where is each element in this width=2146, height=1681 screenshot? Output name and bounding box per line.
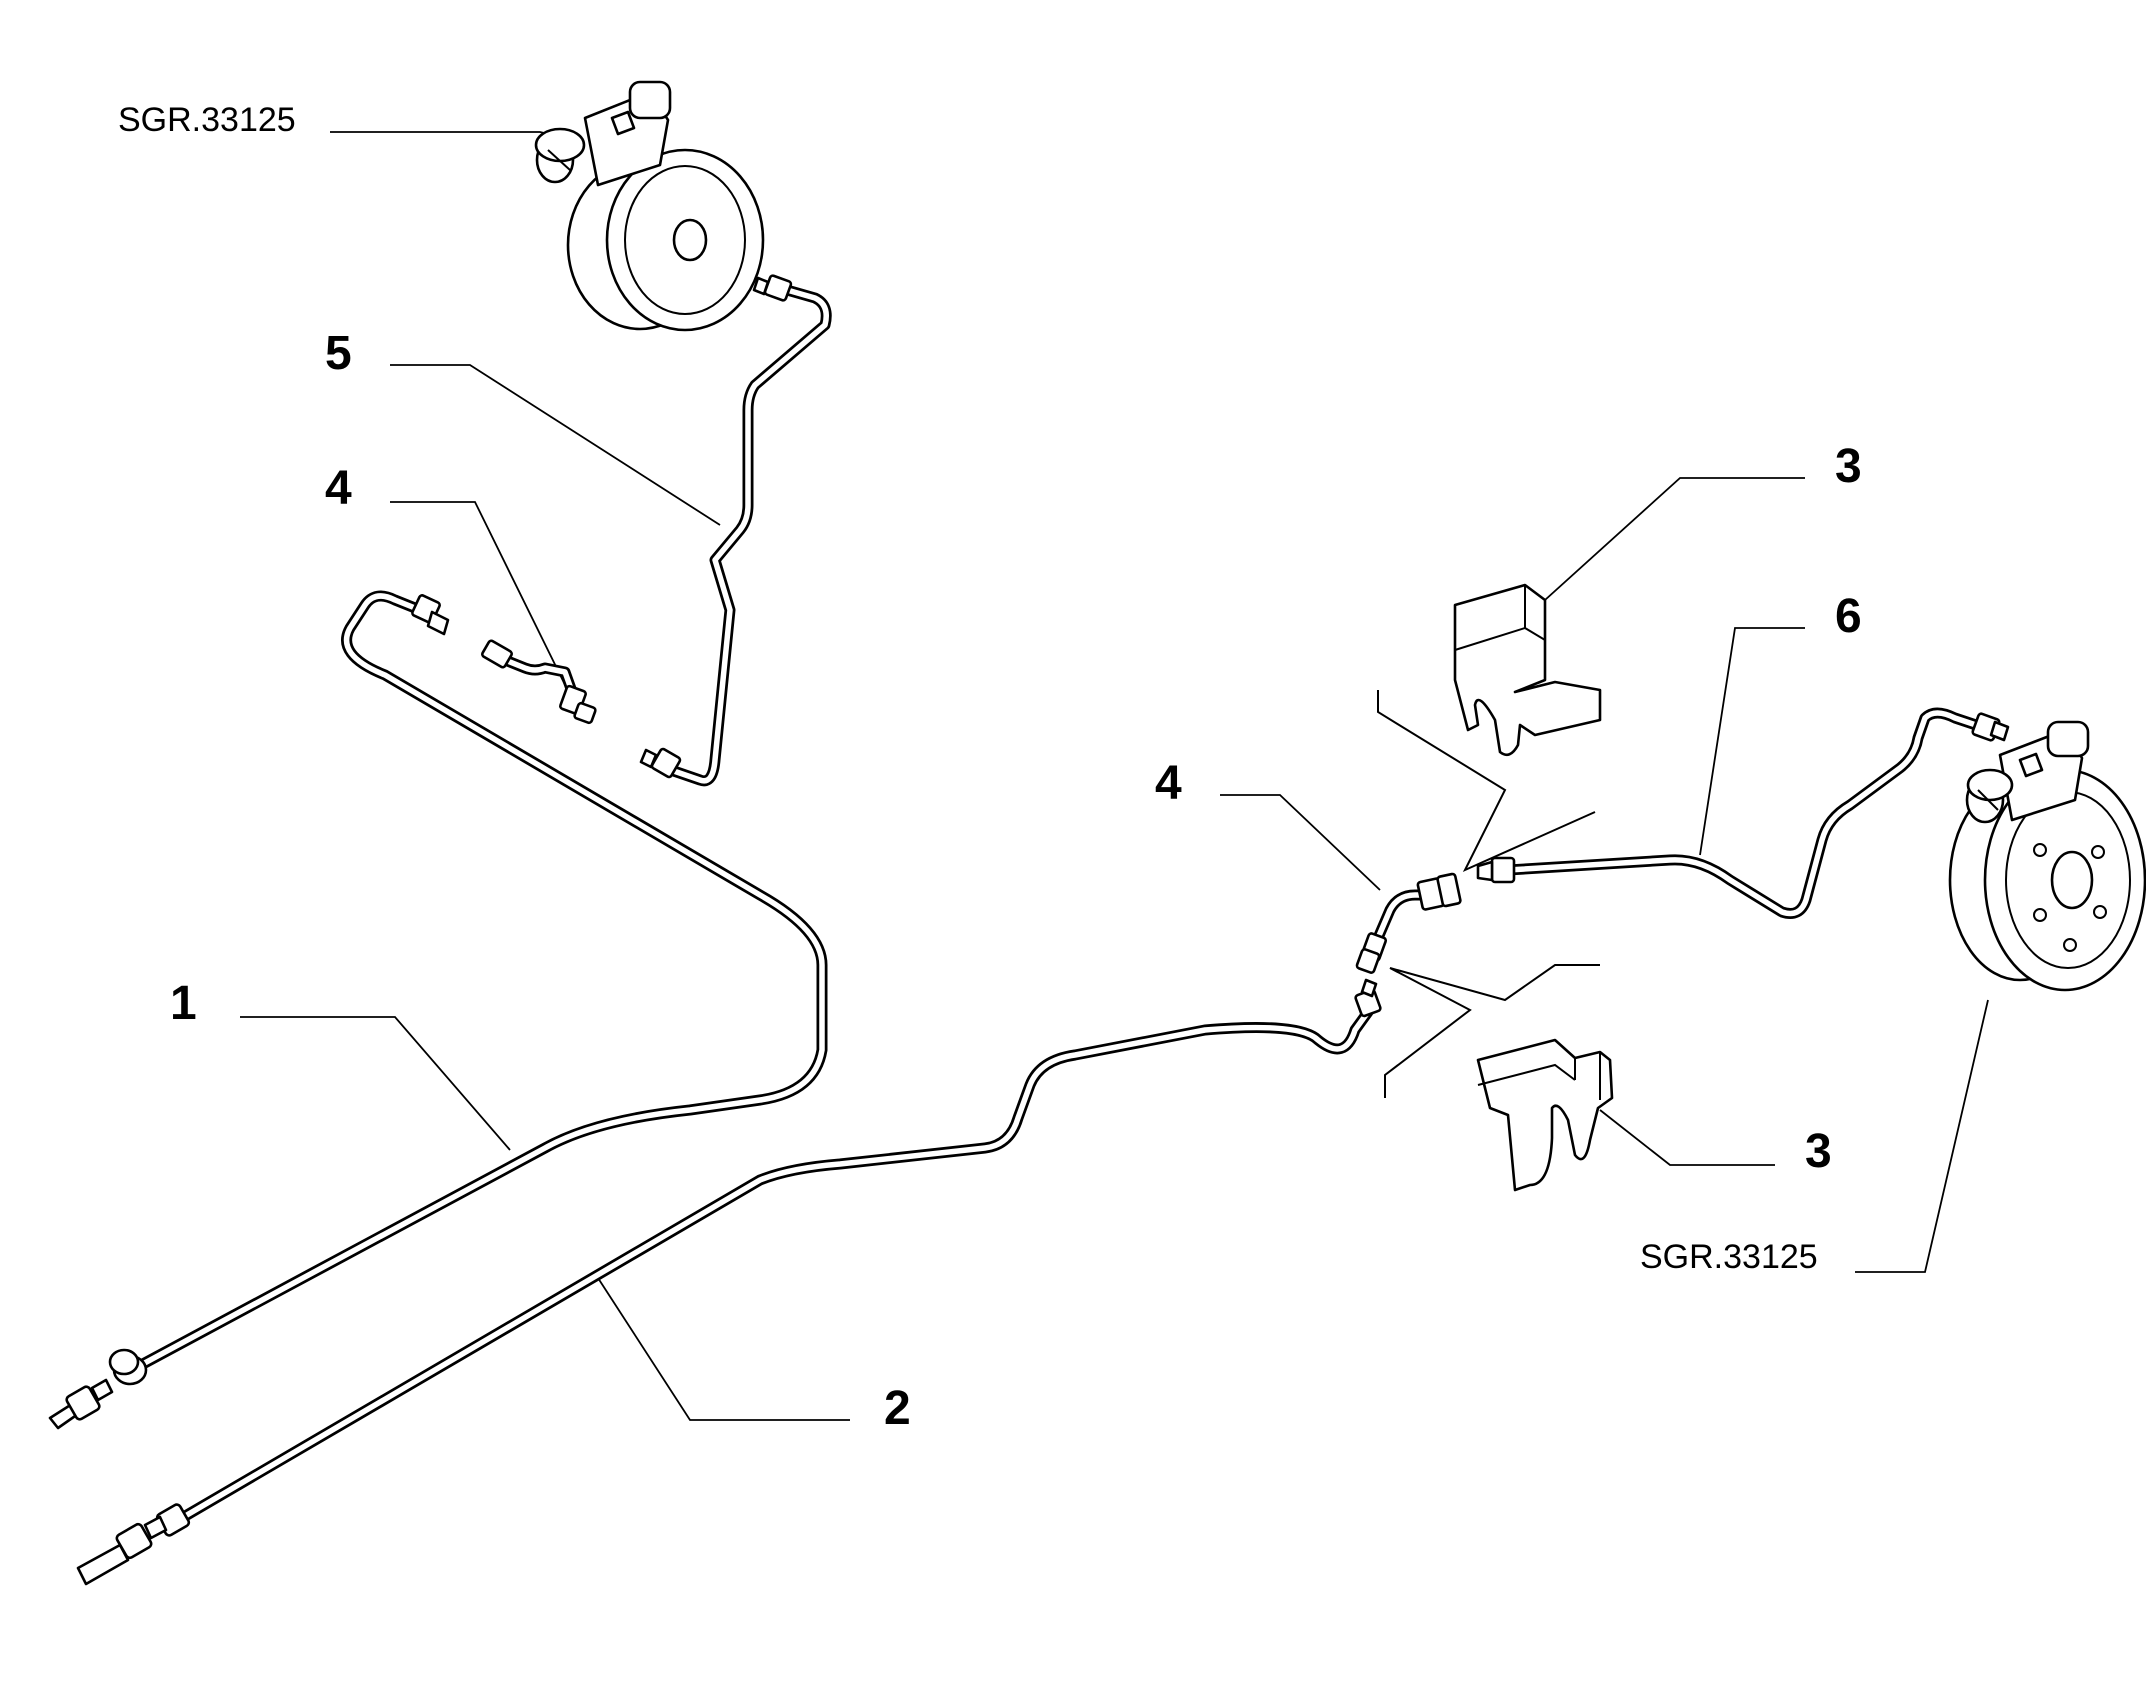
leader-part-1 bbox=[240, 1016, 511, 1151]
flex-hose-4-right bbox=[1355, 872, 1462, 974]
brake-pipe-5 bbox=[659, 282, 832, 787]
cylinder-ref-bottom-label: SGR.33125 bbox=[1640, 1238, 1818, 1276]
retaining-clip-3-upper bbox=[1453, 583, 1602, 757]
part-1-label: 1 bbox=[170, 977, 197, 1030]
part-6-label: 6 bbox=[1835, 590, 1862, 643]
part-2-label: 2 bbox=[884, 1382, 911, 1435]
leader-part-5 bbox=[390, 364, 721, 526]
part-4-left-label: 4 bbox=[325, 462, 352, 515]
leader-part-2 bbox=[597, 1277, 850, 1421]
leader-part-4-left bbox=[390, 501, 571, 696]
brake-pipe-6 bbox=[1502, 707, 1991, 919]
cylinder-ref-top-label: SGR.33125 bbox=[118, 101, 296, 139]
flex-hose-4-left bbox=[481, 639, 597, 725]
union-connectors bbox=[48, 1378, 168, 1586]
wheel-cylinder-bottom bbox=[1948, 720, 2146, 992]
retaining-clip-3-lower bbox=[1476, 1038, 1614, 1192]
part-3-lower-label: 3 bbox=[1805, 1125, 1832, 1178]
alignment-lines bbox=[1377, 690, 1600, 1098]
leader-lines bbox=[240, 131, 1989, 1421]
part-4-right-label: 4 bbox=[1155, 757, 1182, 810]
leader-part-3-lower bbox=[1599, 1109, 1775, 1166]
leader-part-3-upper bbox=[1544, 477, 1805, 601]
brake-pipe-1 bbox=[122, 590, 828, 1378]
part-3-upper-label: 3 bbox=[1835, 440, 1862, 493]
leader-ref-bottom bbox=[1855, 999, 1989, 1273]
wheel-cylinder-top bbox=[534, 80, 765, 332]
pipe-fittings bbox=[108, 274, 2010, 1537]
leader-part-4-right bbox=[1220, 794, 1381, 891]
brake-pipe-2 bbox=[169, 1006, 1374, 1528]
leader-part-6 bbox=[1699, 627, 1805, 856]
leader-ref-top bbox=[330, 131, 566, 139]
part-5-label: 5 bbox=[325, 327, 352, 380]
